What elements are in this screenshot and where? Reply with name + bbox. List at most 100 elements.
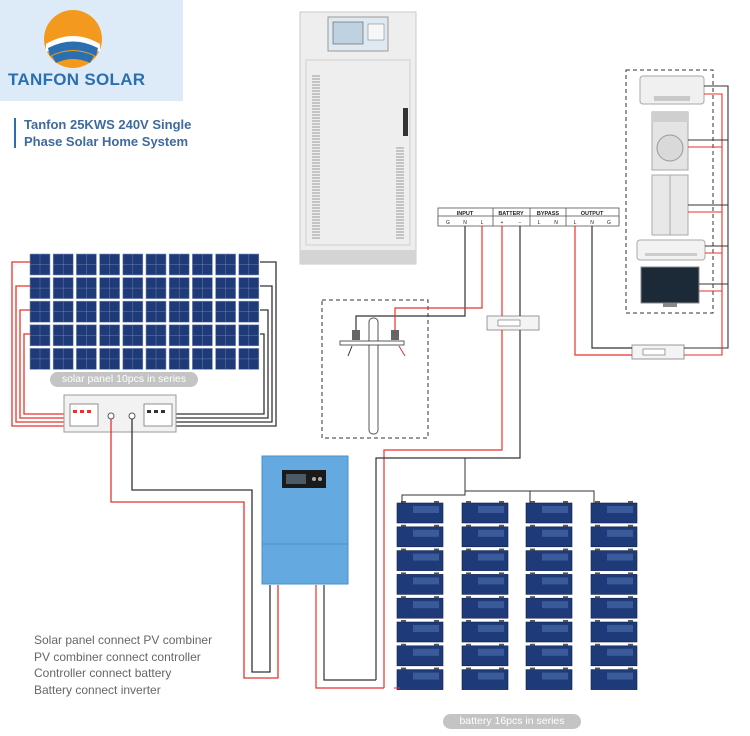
solar-panel-icon: [76, 253, 97, 276]
terminal-input-n: N: [463, 220, 467, 226]
solar-panel-icon: [168, 324, 190, 347]
battery-icon: [590, 643, 638, 667]
inverter-cabinet: [299, 11, 417, 265]
title-accent: [14, 118, 16, 148]
solar-panel-icon: [99, 300, 120, 323]
battery-wires: [394, 458, 595, 689]
battery-icon: [396, 596, 444, 619]
solar-panel-icon: [238, 324, 260, 347]
solar-panel-icon: [122, 348, 144, 370]
solar-panel-icon: [192, 253, 213, 276]
battery-icon: [590, 501, 638, 524]
load-wires: [684, 85, 729, 356]
solar-panel-icon: [29, 253, 51, 276]
battery-bank: [394, 458, 638, 690]
terminal-group-battery: BATTERY: [498, 211, 524, 217]
title-line-1: Tanfon 25KWS 240V Single: [24, 117, 192, 132]
battery-icon: [396, 501, 444, 524]
solar-panel-icon: [192, 300, 213, 323]
battery-icon: [396, 643, 444, 667]
solar-panel-icon: [192, 348, 213, 370]
legend-item: Controller connect battery: [34, 666, 172, 680]
wall-ac-icon: [636, 239, 706, 261]
solar-panel-icon: [145, 277, 167, 299]
solar-panel-icon: [76, 324, 97, 347]
solar-panel-icon: [29, 348, 51, 370]
solar-panel-icon: [122, 324, 144, 347]
solar-panel-icon: [76, 277, 97, 299]
terminal-output-g: G: [607, 220, 611, 226]
legend-item: Solar panel connect PV combiner: [34, 633, 213, 647]
battery-icon: [396, 524, 444, 548]
battery-icon: [461, 548, 509, 571]
solar-panel-icon: [145, 348, 167, 370]
solar-panel-icon: [215, 300, 236, 323]
output-breaker-icon: [631, 344, 685, 360]
terminal-group-input: INPUT: [457, 211, 474, 217]
battery-icon: [590, 524, 638, 548]
solar-panel-icon: [192, 277, 213, 299]
battery-icon: [525, 620, 573, 643]
connection-legend: Solar panel connect PV combiner PV combi…: [34, 632, 212, 698]
grounding-assembly: [321, 226, 483, 439]
washing-machine-icon: [651, 111, 689, 171]
terminal-bypass-l: L: [538, 220, 541, 226]
television-icon: [640, 266, 700, 307]
battery-icon: [461, 596, 509, 619]
terminal-block: INPUT BATTERY BYPASS OUTPUT G N L + − L …: [437, 207, 620, 227]
solar-panel-icon: [99, 277, 120, 299]
solar-panel-icon: [29, 277, 51, 299]
solar-panel-icon: [122, 300, 144, 323]
battery-icon: [525, 524, 573, 548]
solar-panel-icon: [99, 348, 120, 370]
pv-combiner: [63, 394, 177, 433]
solar-panel-icon: [122, 253, 144, 276]
terminal-battery-neg: −: [519, 220, 522, 226]
solar-panel-icon: [145, 253, 167, 276]
page-title: Tanfon 25KWS 240V Single Phase Solar Hom…: [24, 116, 191, 150]
solar-panel-icon: [238, 300, 260, 323]
solar-panel-icon: [145, 300, 167, 323]
solar-panel-icon: [76, 348, 97, 370]
battery-label: battery 16pcs in series: [443, 714, 581, 729]
terminal-battery-pos: +: [501, 220, 504, 226]
solar-panel-icon: [29, 324, 51, 347]
solar-panel-icon: [168, 300, 190, 323]
title-line-2: Phase Solar Home System: [24, 134, 189, 149]
solar-panel-icon: [168, 277, 190, 299]
solar-panel-icon: [122, 277, 144, 299]
battery-icon: [590, 596, 638, 619]
solar-panel-icon: [76, 300, 97, 323]
battery-icon: [461, 524, 509, 548]
battery-icon: [461, 501, 509, 524]
combiner-pos-wire: [110, 419, 279, 679]
battery-icon: [525, 572, 573, 595]
battery-icon: [461, 620, 509, 643]
battery-icon: [525, 643, 573, 667]
solar-panel-label: solar panel 10pcs in series: [50, 372, 198, 387]
battery-icon: [461, 572, 509, 595]
sun-logo-icon: [44, 10, 102, 68]
solar-panel-icon: [238, 348, 260, 370]
brand-name: TANFON SOLAR: [8, 70, 146, 89]
battery-icon: [396, 667, 444, 690]
combiner-neg-wire: [131, 419, 271, 673]
terminal-output-n: N: [590, 220, 594, 226]
legend-item: PV combiner connect controller: [34, 649, 201, 664]
terminal-input-l: L: [481, 220, 484, 226]
battery-breaker-icon: [486, 315, 540, 331]
solar-panel-icon: [215, 277, 236, 299]
battery-icon: [590, 620, 638, 643]
solar-panel-icon: [99, 253, 120, 276]
battery-icon: [525, 548, 573, 571]
solar-panel-icon: [168, 348, 190, 370]
battery-icon: [590, 548, 638, 571]
solar-panel-icon: [215, 253, 236, 276]
battery-icon: [461, 643, 509, 667]
battery-icon: [525, 501, 573, 524]
solar-panel-icon: [215, 348, 236, 370]
solar-panel-icon: [99, 324, 120, 347]
battery-icon: [525, 667, 573, 690]
solar-panel-icon: [29, 300, 51, 323]
